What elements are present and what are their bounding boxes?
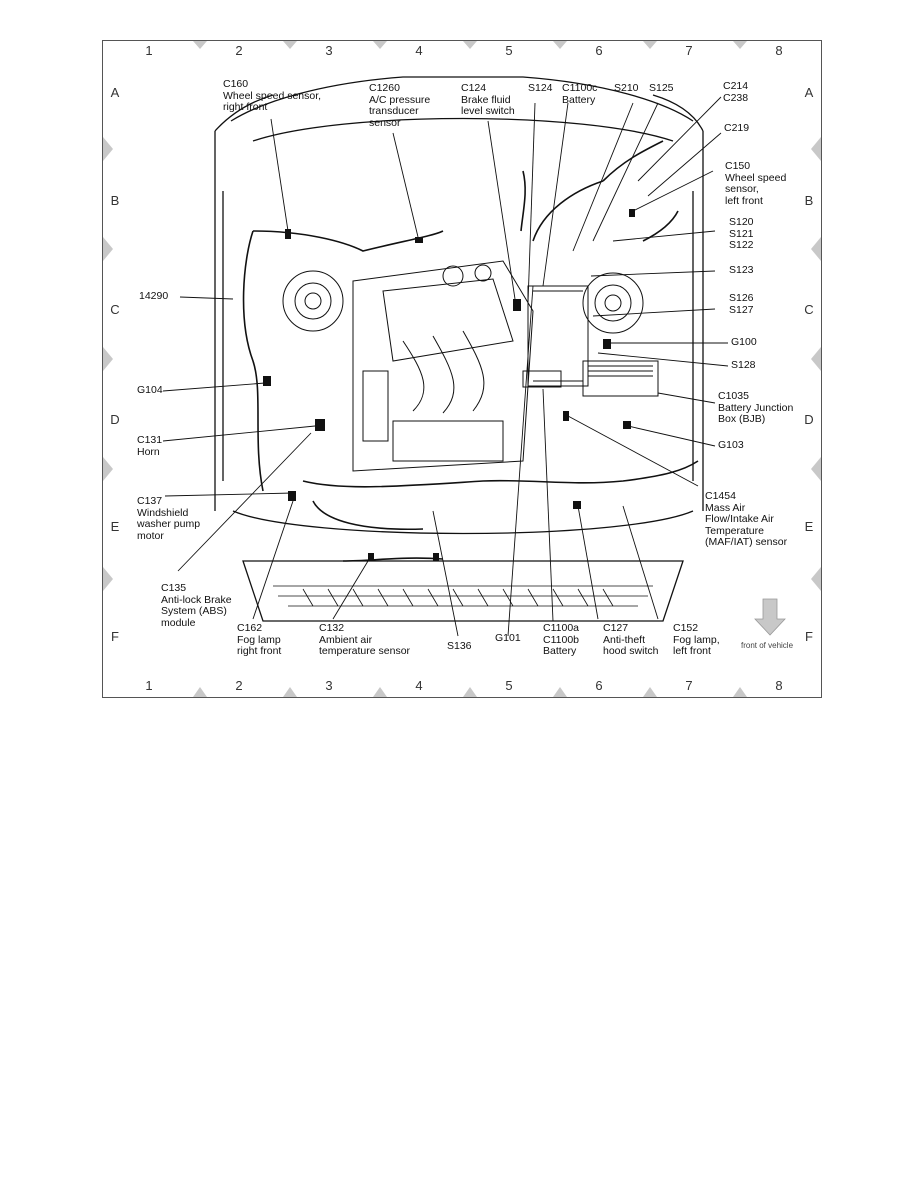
grid-col-bottom-2: 2 <box>235 678 243 693</box>
grid-col-bottom-6: 6 <box>595 678 603 693</box>
leader-lines <box>162 96 729 637</box>
label-s125: S125 <box>649 82 674 94</box>
label-c219: C219 <box>724 122 750 134</box>
grid-col-top-6: 6 <box>595 43 603 58</box>
label-g101: G101 <box>495 632 521 644</box>
label-s210: S210 <box>614 82 639 94</box>
grid-col-bottom-1: 1 <box>145 678 153 693</box>
grid-col-bottom-4: 4 <box>415 678 423 693</box>
label-s123: S123 <box>729 264 754 276</box>
label-s136: S136 <box>447 640 472 652</box>
grid-row-right-f: F <box>805 629 813 644</box>
label-g100: G100 <box>731 336 757 348</box>
engine <box>352 260 534 472</box>
grid-col-bottom-5: 5 <box>505 678 513 693</box>
grille <box>273 585 653 607</box>
label-s128: S128 <box>731 359 756 371</box>
grid-col-top-3: 3 <box>325 43 333 58</box>
hood-outline <box>214 76 704 622</box>
grid-col-top-8: 8 <box>775 43 783 58</box>
grid-row-right-a: A <box>804 85 814 100</box>
grid-col-top-4: 4 <box>415 43 423 58</box>
label-s124: S124 <box>528 82 553 94</box>
grid-row-right-e: E <box>804 519 814 534</box>
connectors <box>263 209 635 561</box>
grid-row-right-b: B <box>804 193 814 208</box>
grid-row-left-c: C <box>110 302 120 317</box>
label-14290: 14290 <box>139 290 169 302</box>
grid-row-left-d: D <box>110 412 120 427</box>
grid-markers <box>103 41 821 697</box>
label-g104: G104 <box>137 384 163 396</box>
grid-col-bottom-3: 3 <box>325 678 333 693</box>
grid-col-top-1: 1 <box>145 43 153 58</box>
grid-col-top-5: 5 <box>505 43 513 58</box>
wire-harness <box>242 140 699 562</box>
grid-row-left-a: A <box>110 85 120 100</box>
front-arrow-icon <box>754 598 786 636</box>
label-g103: G103 <box>718 439 744 451</box>
grid-col-top-2: 2 <box>235 43 243 58</box>
front-of-vehicle-label: front of vehicle <box>741 641 794 650</box>
engine-compartment-drawing <box>103 41 821 697</box>
grid-col-top-7: 7 <box>685 43 693 58</box>
grid-row-left-e: E <box>110 519 120 534</box>
grid-row-right-d: D <box>804 412 814 427</box>
battery-area <box>522 285 659 397</box>
diagram-frame: 1 2 3 4 5 6 7 8 1 2 3 4 5 6 7 8 A B C D … <box>102 40 822 698</box>
grid-col-bottom-7: 7 <box>685 678 693 693</box>
grid-row-right-c: C <box>804 302 814 317</box>
grid-col-bottom-8: 8 <box>775 678 783 693</box>
grid-row-left-b: B <box>110 193 120 208</box>
grid-row-left-f: F <box>111 629 119 644</box>
strut-towers <box>282 270 644 334</box>
